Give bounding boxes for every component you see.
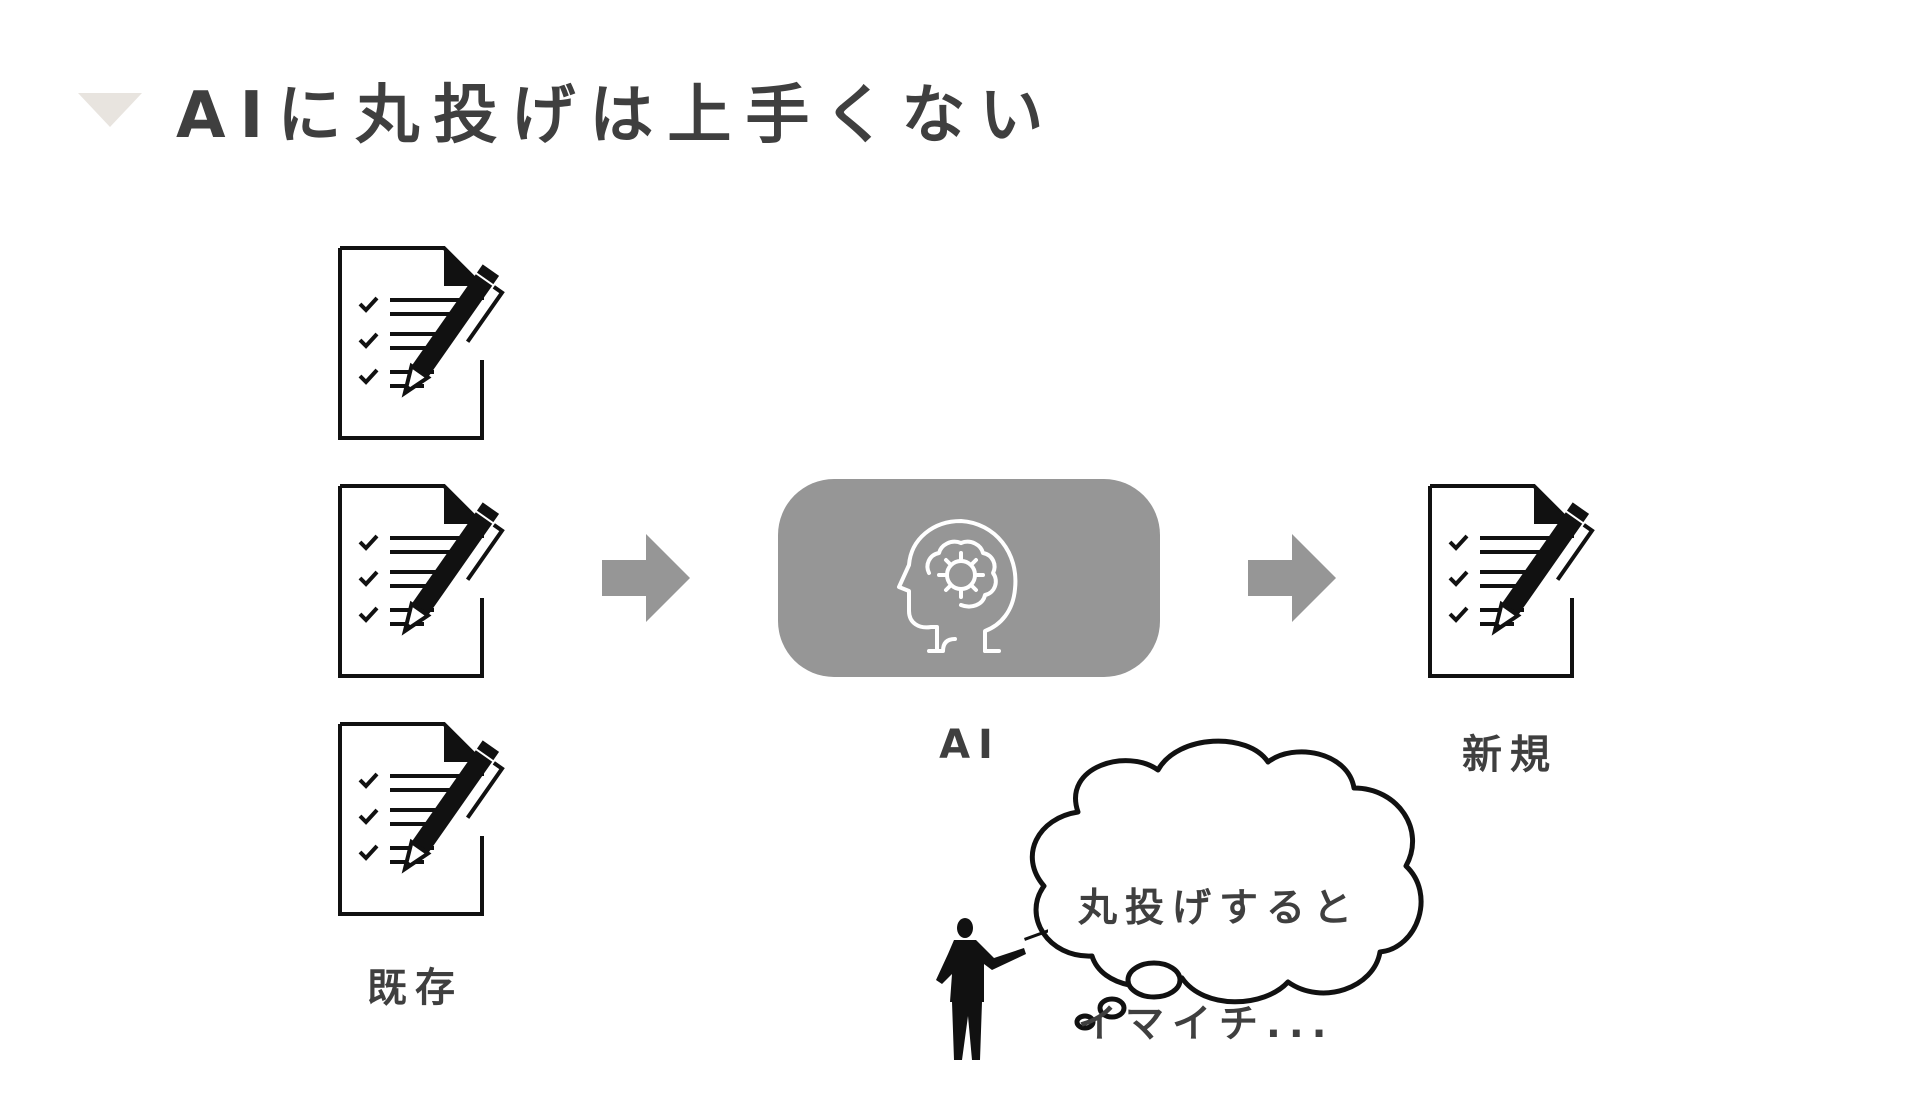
brain-head-gear-icon bbox=[897, 519, 1018, 653]
ai-box bbox=[778, 479, 1160, 677]
presenter-silhouette-icon bbox=[936, 918, 1048, 1060]
page-title: AIに丸投げは上手くない bbox=[176, 79, 1058, 153]
label-ai: AI bbox=[939, 722, 1001, 768]
bubble-text: 丸投げすると イマイチ... bbox=[1078, 822, 1378, 1112]
title-row: AIに丸投げは上手くない bbox=[78, 70, 1057, 153]
label-existing: 既存 bbox=[367, 965, 463, 1011]
arrow-right-icon bbox=[1244, 530, 1340, 626]
document-icon-3 bbox=[334, 718, 546, 920]
label-new: 新規 bbox=[1462, 732, 1558, 778]
arrow-right-icon bbox=[598, 530, 694, 626]
document-icon-1 bbox=[334, 242, 546, 444]
document-icon-2 bbox=[334, 480, 546, 682]
bubble-line-1: 丸投げすると bbox=[1078, 886, 1361, 931]
thought-cloud-icon bbox=[1029, 738, 1424, 1031]
title-marker-icon bbox=[78, 93, 142, 127]
document-icon-new bbox=[1424, 480, 1636, 682]
bubble-line-2: イマイチ... bbox=[1078, 1002, 1335, 1047]
